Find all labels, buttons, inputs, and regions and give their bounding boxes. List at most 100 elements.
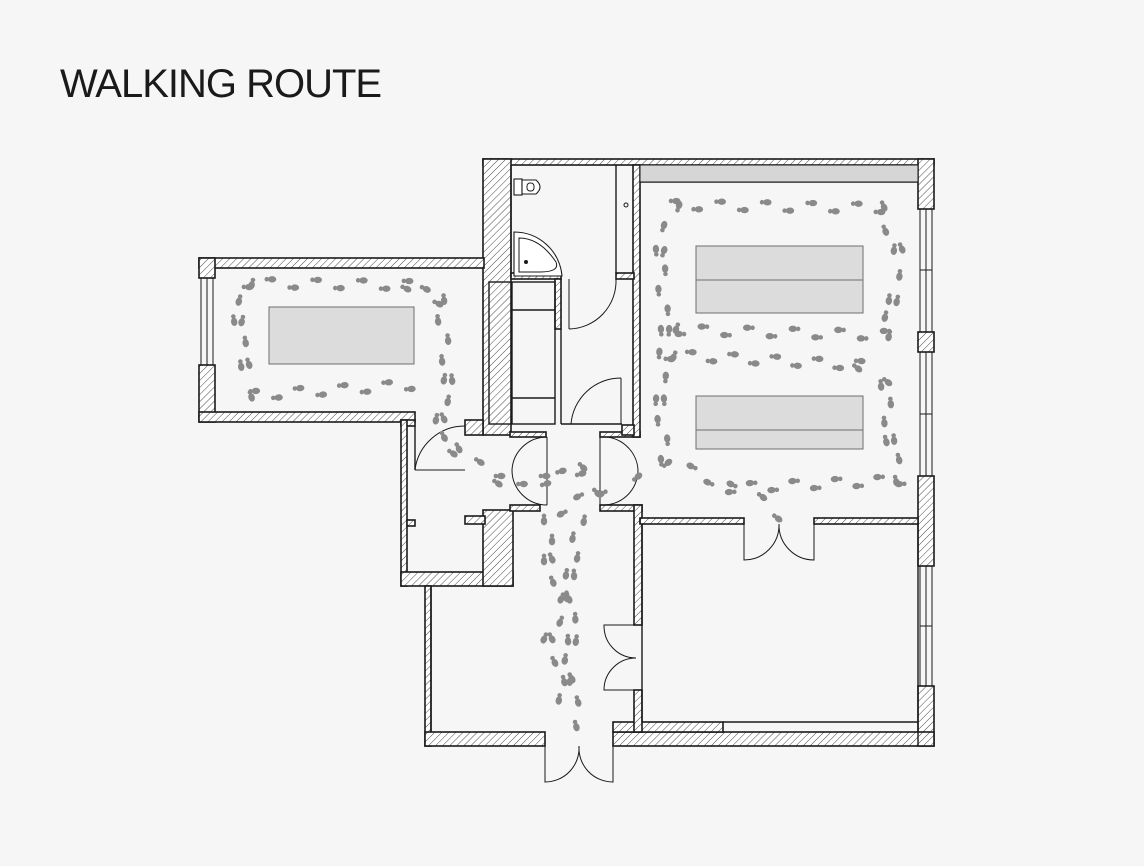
footprint-icon [401, 277, 414, 285]
footprint-icon [850, 200, 863, 207]
toilet-icon [513, 178, 541, 196]
footprint-icon [652, 244, 660, 257]
footprint-icon [472, 455, 486, 468]
footprint-icon [546, 551, 557, 565]
footprint-icon [890, 242, 898, 256]
footprint-icon [747, 359, 760, 367]
footprint-icon [691, 205, 704, 213]
footprint-icon [811, 355, 824, 363]
footprint-icon [630, 471, 644, 484]
footprint-icon [403, 385, 416, 393]
footprint-icon [725, 479, 739, 490]
footprint-icon [448, 372, 456, 386]
footprint-icon [540, 513, 548, 526]
footprint-icon [852, 482, 865, 490]
footprint-icon [832, 364, 845, 372]
footprint-icon [788, 477, 801, 485]
footprint-icon [652, 394, 660, 407]
footprint-icon [548, 654, 560, 669]
footprint-icon [548, 533, 556, 546]
footprint-icon [554, 466, 568, 477]
footprint-icon [892, 293, 902, 307]
footprint-icon [493, 472, 506, 480]
footprint-icon [873, 473, 886, 481]
footprint-icon [310, 276, 323, 284]
footprint-icon [399, 282, 413, 294]
footprint-icon [726, 350, 740, 358]
footprint-icon [439, 372, 449, 386]
footprint-icon [658, 220, 669, 234]
footprint-icon [555, 507, 569, 519]
footprint-icon [563, 590, 571, 603]
footprint-icon [880, 415, 888, 428]
footprint-icon [292, 384, 305, 392]
footprint-icon [540, 553, 548, 566]
footprint-icon [755, 490, 769, 503]
footprint-icon [853, 357, 866, 365]
footprint-icon [264, 275, 277, 283]
footprint-icon [355, 277, 368, 284]
footprint-icon [516, 480, 528, 488]
footprint-icon [418, 283, 432, 295]
footprint-icon [438, 353, 446, 367]
footprint-icon [809, 484, 822, 492]
footprint-icon [431, 412, 441, 426]
footprint-icon [236, 358, 246, 372]
footprint-icon [896, 241, 907, 255]
footprint-icon [742, 324, 755, 332]
footprint-icon [770, 511, 784, 525]
footprint-icon [315, 391, 328, 399]
footprint-icon [759, 198, 772, 206]
footprint-icon [571, 633, 581, 647]
doors [414, 278, 815, 783]
footprint-icon [664, 304, 672, 317]
footprint-icon [571, 490, 586, 502]
footprint-icon [579, 513, 589, 527]
footprint-icon [830, 475, 843, 483]
footprint-icon [827, 207, 840, 215]
footprint-icon [879, 223, 891, 237]
footprint-icon [444, 332, 452, 346]
footprint-icon [662, 371, 670, 384]
footprint-icon [789, 362, 803, 370]
footprint-icon [573, 694, 583, 708]
footprint-icon [555, 614, 566, 628]
footprint-icon [539, 479, 553, 489]
footprint-icon [573, 550, 582, 564]
footprint-icon [538, 472, 551, 480]
footprint-icon [661, 264, 669, 277]
footprint-icon [660, 394, 668, 407]
footprint-icon [765, 332, 778, 340]
footprint-icon [547, 574, 558, 588]
footprint-icon [434, 313, 442, 327]
footprint-icon [571, 718, 581, 733]
footprint-icon [560, 652, 570, 666]
footprint-icon [697, 323, 710, 330]
footprint-icon [287, 284, 300, 291]
footprint-icon [702, 477, 716, 489]
exterior-walls [198, 158, 935, 747]
footprint-icon [890, 432, 898, 446]
interior-lines [414, 164, 919, 746]
footprint-icon [243, 356, 254, 370]
footprint-icon [437, 411, 449, 425]
footprint-icon [788, 325, 801, 333]
footprint-icon [705, 357, 718, 365]
footprint-icon [438, 429, 450, 444]
footprint-icon [856, 335, 869, 342]
footprint-icon [894, 452, 904, 466]
furniture [268, 245, 864, 450]
footprint-icon [562, 567, 571, 581]
footprint-icon [378, 285, 391, 292]
footprint-icon [234, 293, 244, 307]
corner-bathtub-icon [513, 231, 563, 277]
footprint-icon [724, 488, 737, 496]
footprint-icon [658, 245, 669, 259]
footprint-icon [359, 388, 372, 396]
footprint-icon [564, 633, 572, 646]
footprint-icon [745, 479, 758, 487]
footprint-icon [568, 530, 577, 544]
footprint-icon [657, 324, 665, 337]
footprint-icon [229, 313, 239, 327]
